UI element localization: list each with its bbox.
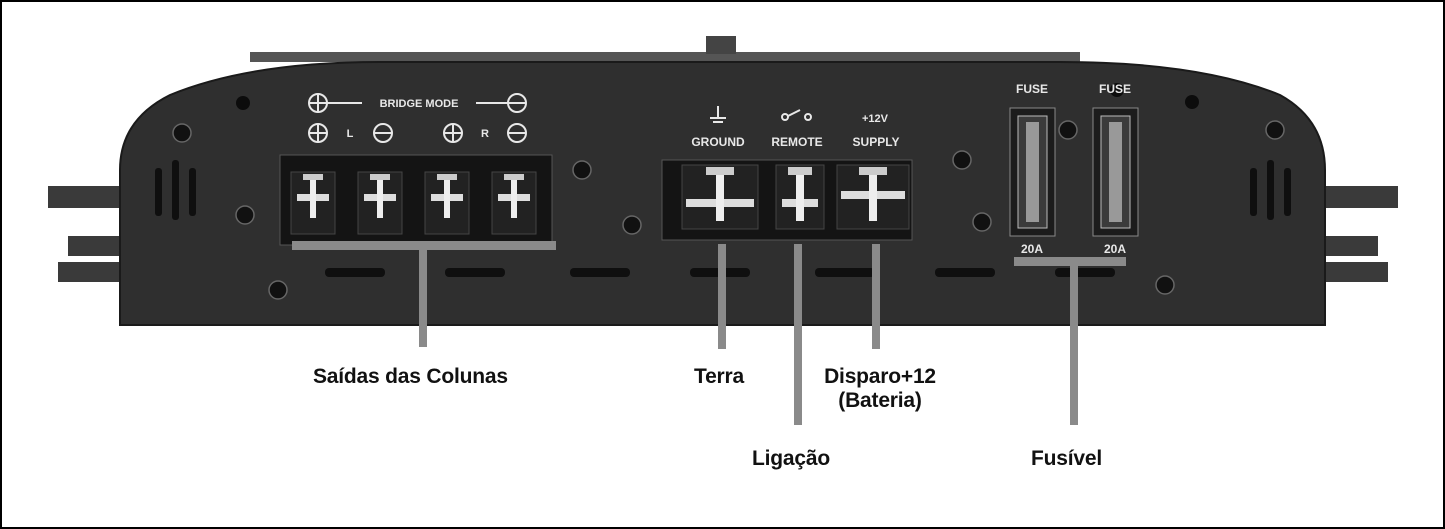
fuse-1 [1010,108,1055,236]
remote-callout: Ligação [752,447,830,471]
bridge-mode-label: BRIDGE MODE [380,98,459,110]
ground-callout: Terra [694,365,744,389]
speaker-outputs-callout: Saídas das Colunas [313,365,508,389]
fuse-2-rating: 20A [1104,242,1126,256]
fuse-2 [1093,108,1138,236]
speaker-leader [419,241,427,347]
remote-leader [794,244,802,425]
top-rail [250,52,1080,62]
trigger-callout-line2: (Bateria) [815,389,945,413]
ground-leader [718,244,726,349]
left-vents [155,160,196,220]
remote-panel-label: REMOTE [771,135,822,149]
fuse-1-label: FUSE [1016,82,1048,96]
trigger-callout: Disparo+12 (Bateria) [815,365,945,413]
right-channel-label: R [481,128,489,140]
left-channel-label: L [347,128,354,140]
supply-voltage-label: +12V [862,113,889,125]
top-connector [706,36,736,54]
ground-panel-label: GROUND [691,135,745,149]
left-mounting-flanges [48,186,128,282]
right-mounting-flanges [1318,186,1398,282]
trigger-callout-line1: Disparo+12 [815,365,945,389]
fuse-1-rating: 20A [1021,242,1043,256]
right-vents [1250,160,1291,220]
supply-panel-label: SUPPLY [853,135,900,149]
trigger-leader [872,244,880,349]
fuse-2-label: FUSE [1099,82,1131,96]
fuse-callout: Fusível [1031,447,1102,471]
power-terminals [682,165,909,229]
fuse-leader [1070,257,1078,425]
